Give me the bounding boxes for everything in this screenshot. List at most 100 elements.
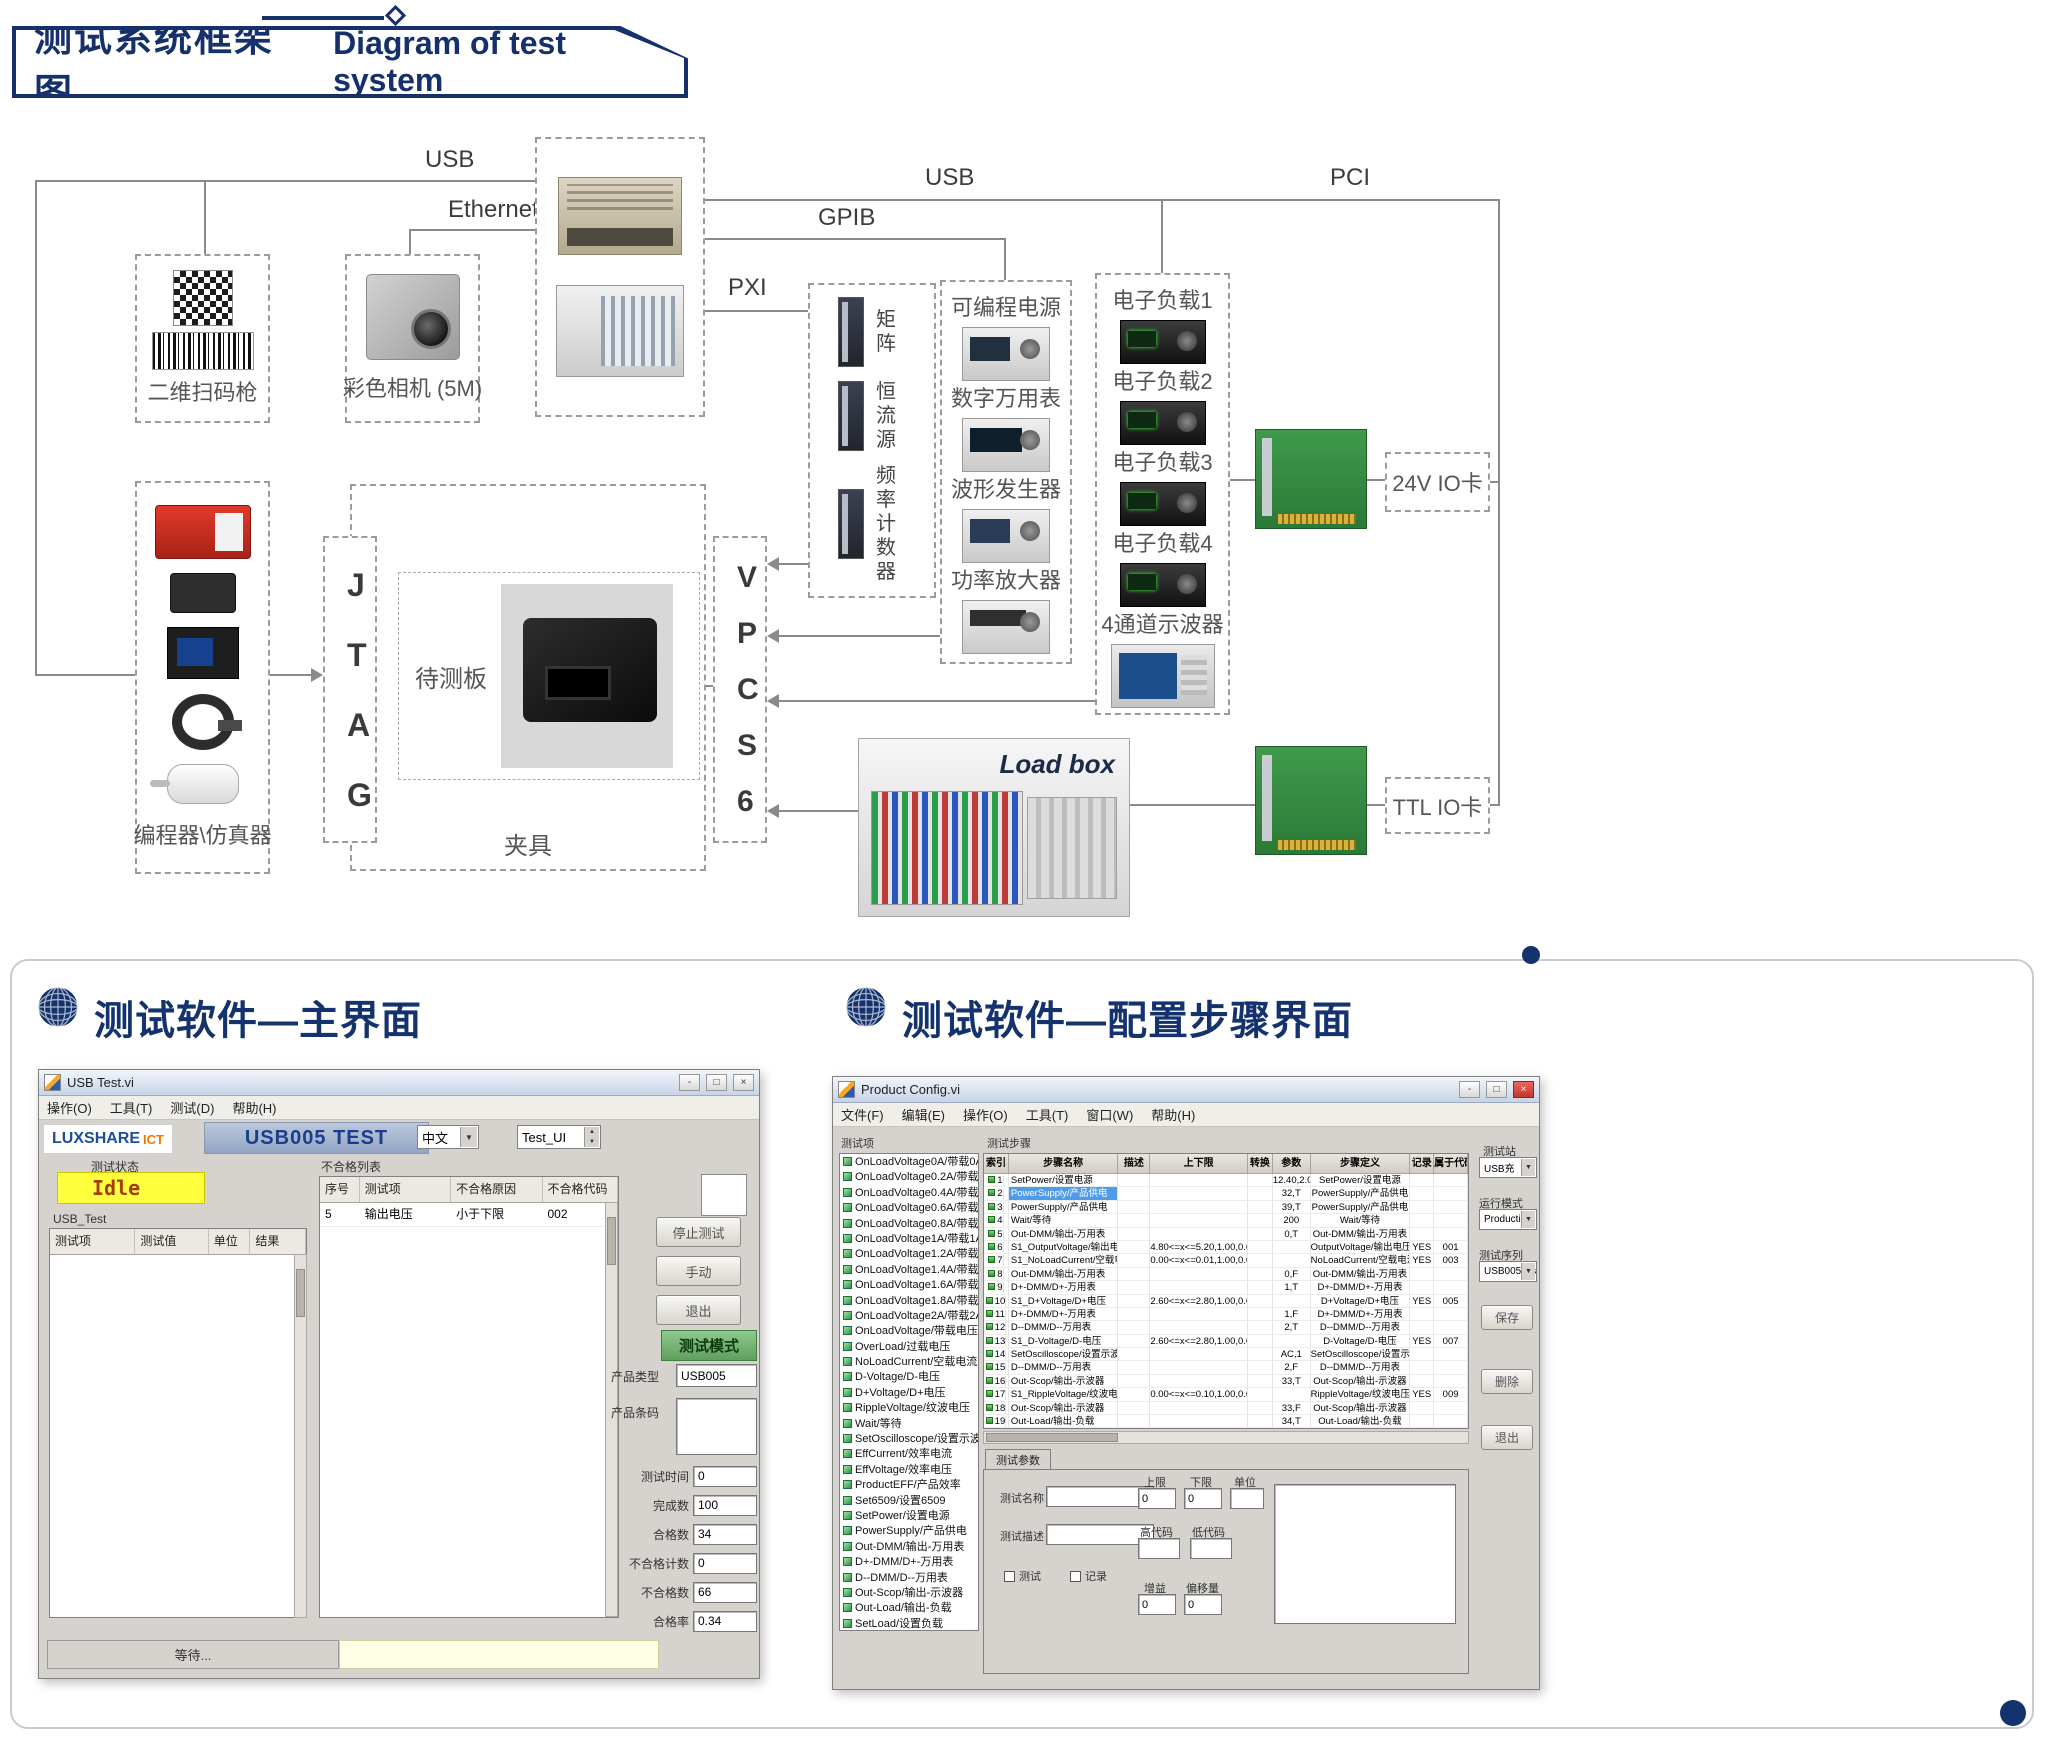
step-row[interactable]: 2 PowerSupply/产品供电 32,T PowerSupply/产品供电 bbox=[984, 1187, 1468, 1201]
column-header[interactable]: 记录 bbox=[1410, 1154, 1435, 1173]
tree-item[interactable]: Wait/等待 bbox=[840, 1417, 978, 1432]
minimize-button[interactable]: - bbox=[1459, 1081, 1480, 1098]
step-row[interactable]: 8 Out-DMM/输出-万用表 0,F Out-DMM/输出-万用表 bbox=[984, 1267, 1468, 1282]
tree-item[interactable]: D+Voltage/D+电压 bbox=[840, 1386, 978, 1401]
column-header[interactable]: 不合格代码 bbox=[543, 1177, 618, 1202]
tree-item[interactable]: OnLoadVoltage/带载电压 bbox=[840, 1324, 978, 1339]
step-row[interactable]: 5 Out-DMM/输出-万用表 0,T Out-DMM/输出-万用表 bbox=[984, 1227, 1468, 1241]
tree-item[interactable]: OnLoadVoltage0.4A/带载0.4A bbox=[840, 1186, 978, 1201]
step-row[interactable]: 16 Out-Scop/输出-示波器 33,T Out-Scop/输出-示波器 bbox=[984, 1374, 1468, 1389]
tree-item[interactable]: D--DMM/D--万用表 bbox=[840, 1571, 978, 1586]
tree-item[interactable]: ProductEFF/产品效率 bbox=[840, 1478, 978, 1493]
tree-item[interactable]: OnLoadVoltage0A/带载0A电压 bbox=[840, 1155, 978, 1170]
low-code-input[interactable] bbox=[1190, 1538, 1232, 1559]
menu-item[interactable]: 测试(D) bbox=[170, 1101, 215, 1116]
gain-input[interactable]: 0 bbox=[1138, 1594, 1176, 1615]
results-scrollbar[interactable] bbox=[294, 1254, 307, 1618]
title-bar[interactable]: Product Config.vi - □ × bbox=[833, 1077, 1539, 1103]
step-row[interactable]: 9 D+-DMM/D+-万用表 1,T D+-DMM/D+-万用表 bbox=[984, 1281, 1468, 1295]
column-header[interactable]: 参数 bbox=[1273, 1154, 1311, 1173]
tree-item[interactable]: NoLoadCurrent/空载电流 bbox=[840, 1355, 978, 1370]
tree-item[interactable]: OnLoadVoltage2A/带载2A电压 bbox=[840, 1309, 978, 1324]
lower-limit-input[interactable]: 0 bbox=[1184, 1488, 1222, 1509]
table-row[interactable]: 5 输出电压 小于下限 002 bbox=[320, 1203, 618, 1227]
step-row[interactable]: 15 D--DMM/D--万用表 2,F D--DMM/D--万用表 bbox=[984, 1361, 1468, 1375]
tree-item[interactable]: SetLoad/设置负载 bbox=[840, 1617, 978, 1630]
tree-item[interactable]: OverLoad/过载电压 bbox=[840, 1340, 978, 1355]
maximize-button[interactable]: □ bbox=[1486, 1081, 1507, 1098]
runmode-select[interactable]: Production bbox=[1479, 1209, 1537, 1230]
step-row[interactable]: 17 S1_RippleVoltage/纹波电压 0.00<=x<=0.10,1… bbox=[984, 1388, 1468, 1402]
unit-input[interactable] bbox=[1230, 1488, 1264, 1509]
barcode-field[interactable] bbox=[676, 1398, 757, 1455]
column-header[interactable]: 不合格原因 bbox=[451, 1177, 543, 1202]
tree-item[interactable]: OnLoadVoltage0.6A/带载0.6A bbox=[840, 1201, 978, 1216]
column-header[interactable]: 步骤定义 bbox=[1311, 1154, 1411, 1173]
column-header[interactable]: 测试项 bbox=[360, 1177, 452, 1202]
step-row[interactable]: 14 SetOscilloscope/设置示波器 AC,1 SetOscillo… bbox=[984, 1348, 1468, 1362]
column-header[interactable]: 上下限 bbox=[1150, 1154, 1248, 1173]
tree-item[interactable]: OnLoadVoltage1.4A/带载1.4A bbox=[840, 1263, 978, 1278]
manual-button[interactable]: 手动 bbox=[656, 1256, 741, 1286]
tree-item[interactable]: Out-DMM/输出-万用表 bbox=[840, 1540, 978, 1555]
close-button[interactable]: × bbox=[733, 1074, 754, 1091]
step-row[interactable]: 4 Wait/等待 200 Wait/等待 bbox=[984, 1214, 1468, 1228]
tree-item[interactable]: EffVoltage/效率电压 bbox=[840, 1463, 978, 1478]
step-row[interactable]: 6 S1_OutputVoltage/输出电压 4.80<=x<=5.20,1.… bbox=[984, 1240, 1468, 1255]
step-row[interactable]: 1 SetPower/设置电源 12.40,2.00 SetPower/设置电源 bbox=[984, 1174, 1468, 1188]
tree-item[interactable]: RippleVoltage/纹波电压 bbox=[840, 1401, 978, 1416]
column-header[interactable]: 单位 bbox=[209, 1229, 251, 1254]
high-code-input[interactable] bbox=[1138, 1538, 1180, 1559]
tree-item[interactable]: OnLoadVoltage0.8A/带载0.8A bbox=[840, 1217, 978, 1232]
test-desc-input[interactable] bbox=[1046, 1524, 1154, 1545]
tree-item[interactable]: SetOscilloscope/设置示波器 bbox=[840, 1432, 978, 1447]
step-row[interactable]: 13 S1_D-Voltage/D-电压 2.60<=x<=2.80,1.00,… bbox=[984, 1334, 1468, 1349]
offset-input[interactable]: 0 bbox=[1184, 1594, 1222, 1615]
test-checkbox[interactable] bbox=[1004, 1570, 1015, 1582]
step-row[interactable]: 7 S1_NoLoadCurrent/空载电流 0.00<=x<=0.01,1.… bbox=[984, 1254, 1468, 1268]
column-header[interactable]: 描述 bbox=[1118, 1154, 1151, 1173]
tree-item[interactable]: OnLoadVoltage1.8A/带载1.8A bbox=[840, 1294, 978, 1309]
tree-item[interactable]: D+-DMM/D+-万用表 bbox=[840, 1555, 978, 1570]
language-select[interactable]: 中文 bbox=[417, 1125, 479, 1149]
step-row[interactable]: 3 PowerSupply/产品供电 39,T PowerSupply/产品供电 bbox=[984, 1200, 1468, 1215]
tree-item[interactable]: Set6509/设置6509 bbox=[840, 1494, 978, 1509]
menu-item[interactable]: 文件(F) bbox=[841, 1108, 884, 1123]
tree-item[interactable]: OnLoadVoltage0.2A/带载0.2A bbox=[840, 1170, 978, 1185]
step-row[interactable]: 11 D+-DMM/D+-万用表 1,F D+-DMM/D+-万用表 bbox=[984, 1307, 1468, 1322]
menu-item[interactable]: 帮助(H) bbox=[1151, 1108, 1196, 1123]
save-button[interactable]: 保存 bbox=[1481, 1305, 1533, 1330]
params-tab[interactable]: 测试参数 bbox=[985, 1449, 1051, 1469]
column-header[interactable]: 结果 bbox=[250, 1229, 306, 1254]
menu-item[interactable]: 工具(T) bbox=[1025, 1108, 1069, 1123]
step-row[interactable]: 12 D--DMM/D--万用表 2,T D--DMM/D--万用表 bbox=[984, 1321, 1468, 1335]
column-header[interactable]: 序号 bbox=[320, 1177, 360, 1202]
column-header[interactable]: 测试项 bbox=[50, 1229, 136, 1254]
menu-item[interactable]: 编辑(E) bbox=[901, 1108, 945, 1123]
tree-item[interactable]: EffCurrent/效率电流 bbox=[840, 1447, 978, 1462]
upper-limit-input[interactable]: 0 bbox=[1138, 1488, 1176, 1509]
tree-item[interactable]: Out-Load/输出-负载 bbox=[840, 1601, 978, 1616]
menu-item[interactable]: 操作(O) bbox=[962, 1108, 1008, 1123]
step-row[interactable]: 18 Out-Scop/输出-示波器 33,F Out-Scop/输出-示波器 bbox=[984, 1401, 1468, 1416]
fail-scrollbar[interactable] bbox=[605, 1202, 618, 1617]
column-header[interactable]: 步骤名称 bbox=[1009, 1154, 1119, 1173]
close-button[interactable]: × bbox=[1513, 1081, 1534, 1098]
tree-item[interactable]: PowerSupply/产品供电 bbox=[840, 1524, 978, 1539]
menu-item[interactable]: 帮助(H) bbox=[232, 1101, 277, 1116]
delete-button[interactable]: 删除 bbox=[1481, 1369, 1533, 1394]
tree-item[interactable]: OnLoadVoltage1A/带载1A电压 bbox=[840, 1232, 978, 1247]
station-select[interactable]: USB充 bbox=[1479, 1157, 1537, 1178]
column-header[interactable]: 转换 bbox=[1248, 1154, 1273, 1173]
product-type-field[interactable]: USB005 bbox=[676, 1364, 757, 1387]
step-row[interactable]: 10 S1_D+Voltage/D+电压 2.60<=x<=2.80,1.00,… bbox=[984, 1294, 1468, 1308]
tree-item[interactable]: SetPower/设置电源 bbox=[840, 1509, 978, 1524]
stop-test-button[interactable]: 停止测试 bbox=[656, 1217, 741, 1247]
record-checkbox[interactable] bbox=[1070, 1570, 1081, 1582]
maximize-button[interactable]: □ bbox=[706, 1074, 727, 1091]
menu-item[interactable]: 工具(T) bbox=[109, 1101, 153, 1116]
tree-item[interactable]: Out-Scop/输出-示波器 bbox=[840, 1586, 978, 1601]
exit-button[interactable]: 退出 bbox=[1481, 1425, 1533, 1450]
column-header[interactable]: 属于代码 bbox=[1434, 1154, 1468, 1173]
menu-item[interactable]: 窗口(W) bbox=[1086, 1108, 1134, 1123]
